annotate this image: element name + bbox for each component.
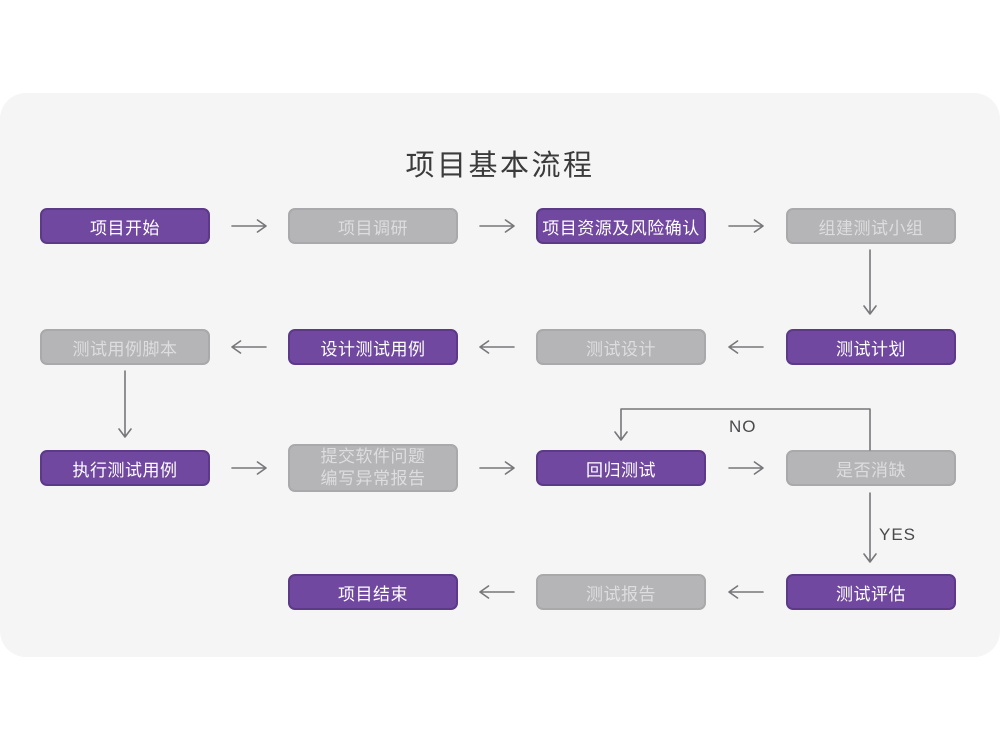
node-regression-test: 回归测试 — [536, 450, 706, 486]
flowchart-card — [0, 93, 1000, 657]
node-build-test-team: 组建测试小组 — [786, 208, 956, 244]
node-execute-test-cases: 执行测试用例 — [40, 450, 210, 486]
node-test-design: 测试设计 — [536, 329, 706, 365]
node-resource-risk-confirm: 项目资源及风险确认 — [536, 208, 706, 244]
node-test-evaluation: 测试评估 — [786, 574, 956, 610]
node-project-research: 项目调研 — [288, 208, 458, 244]
diagram-title: 项目基本流程 — [405, 150, 595, 182]
node-test-case-script: 测试用例脚本 — [40, 329, 210, 365]
node-submit-issues-report: 提交软件问题 编写异常报告 — [288, 444, 458, 492]
node-defect-eliminated: 是否消缺 — [786, 450, 956, 486]
node-project-start: 项目开始 — [40, 208, 210, 244]
node-project-end: 项目结束 — [288, 574, 458, 610]
node-design-test-cases: 设计测试用例 — [288, 329, 458, 365]
node-test-report: 测试报告 — [536, 574, 706, 610]
node-test-plan: 测试计划 — [786, 329, 956, 365]
